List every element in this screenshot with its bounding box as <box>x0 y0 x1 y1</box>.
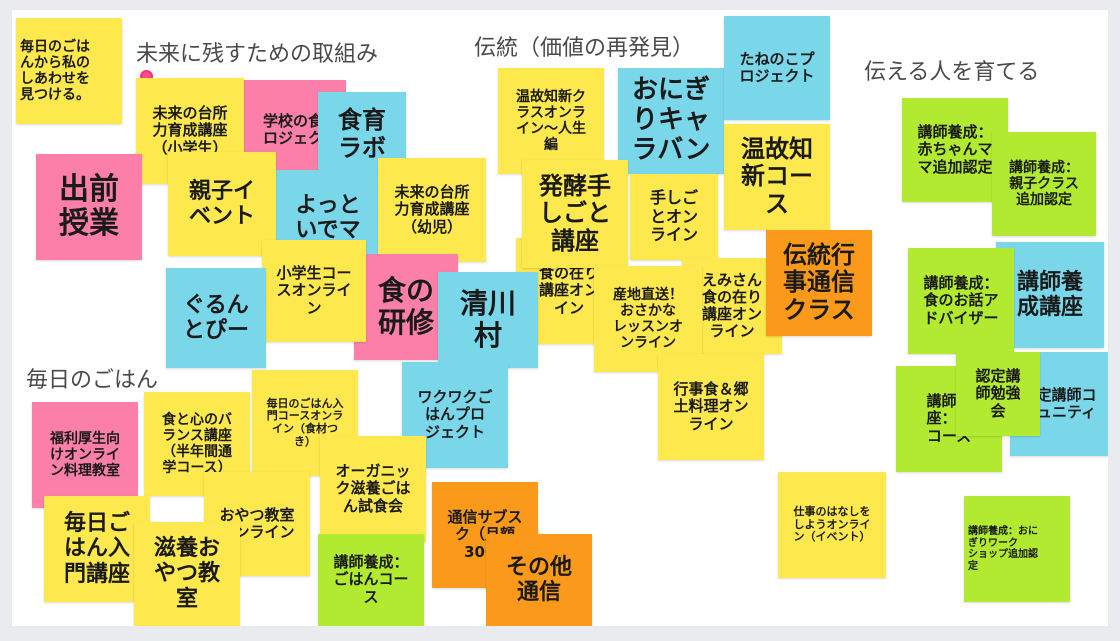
sticky-note[interactable]: 行事食＆郷 土料理オン ライン <box>658 354 764 460</box>
sticky-note[interactable]: 出前 授業 <box>36 154 142 260</box>
sticky-note[interactable]: 清川 村 <box>438 272 538 368</box>
section-heading-teach: 伝える人を育てる <box>864 60 1040 85</box>
sticky-note[interactable]: 発酵手 しごと 講座 <box>522 160 628 268</box>
section-heading-daily: 毎日のごはん <box>26 368 159 393</box>
sticky-note[interactable]: 未来の台所 力育成講座 （幼児） <box>378 158 486 262</box>
sticky-note[interactable]: 講師養成： 親子クラス 追加認定 <box>992 132 1096 236</box>
sticky-note[interactable]: 温故知新ク ラスオンラ イン〜人生 編 <box>498 68 604 174</box>
sticky-note[interactable]: 講師養成： 食のお話ア ドバイザー <box>908 248 1014 354</box>
sticky-note[interactable]: 温故知 新コー ス <box>724 124 830 230</box>
whiteboard-canvas[interactable]: 未来に残すための取組み 伝統（価値の再発見） 伝える人を育てる 毎日のごはん 毎… <box>12 10 1108 626</box>
section-heading-future: 未来に残すための取組み <box>136 42 379 67</box>
sticky-note[interactable]: 親子イ ベント <box>168 152 276 256</box>
sticky-note[interactable]: 伝統行 事通信 クラス <box>766 230 872 336</box>
sticky-note[interactable]: 毎日ご はん入 門講座 <box>44 496 150 602</box>
sticky-note[interactable]: 手しご とオン ライン <box>630 174 718 260</box>
sticky-note[interactable]: オーガニッ ク滋養ごは ん試食会 <box>320 436 426 542</box>
sticky-note[interactable]: 福利厚生向 けオンライ ン料理教室 <box>32 402 138 508</box>
sticky-note[interactable]: たねのこプ ロジェクト <box>724 16 830 120</box>
sticky-note[interactable]: 講師養成：おに ぎりワーク ショップ追加認 定 <box>964 496 1070 602</box>
sticky-note[interactable]: その他 通信 <box>486 534 592 626</box>
sticky-note[interactable]: 認定講 師勉強 会 <box>956 352 1040 436</box>
sticky-note[interactable]: 講師養 座：お コース <box>896 366 1002 472</box>
sticky-note[interactable]: 仕事のはなしを しようオンライ ン（イベント） <box>778 472 886 578</box>
sticky-note[interactable]: 毎日のごは んから私の しあわせを 見つける。 <box>16 18 122 124</box>
sticky-note[interactable]: 講師養成： ごはんコー ス <box>318 534 424 626</box>
sticky-note[interactable]: 講師養 成講座 <box>996 242 1104 348</box>
sticky-note[interactable]: 小学生コー スオンライ ン <box>262 240 366 342</box>
sticky-note[interactable]: 滋養お やつ教 室 <box>134 522 240 626</box>
sticky-note[interactable]: おにぎ りキャ ラバン <box>618 68 724 174</box>
section-heading-tradition: 伝統（価値の再発見） <box>474 36 695 61</box>
sticky-note[interactable]: ぐるん とぴー <box>166 268 266 368</box>
sticky-note[interactable]: 講師養成： 赤ちゃんマ マ追加認定 <box>902 98 1008 202</box>
